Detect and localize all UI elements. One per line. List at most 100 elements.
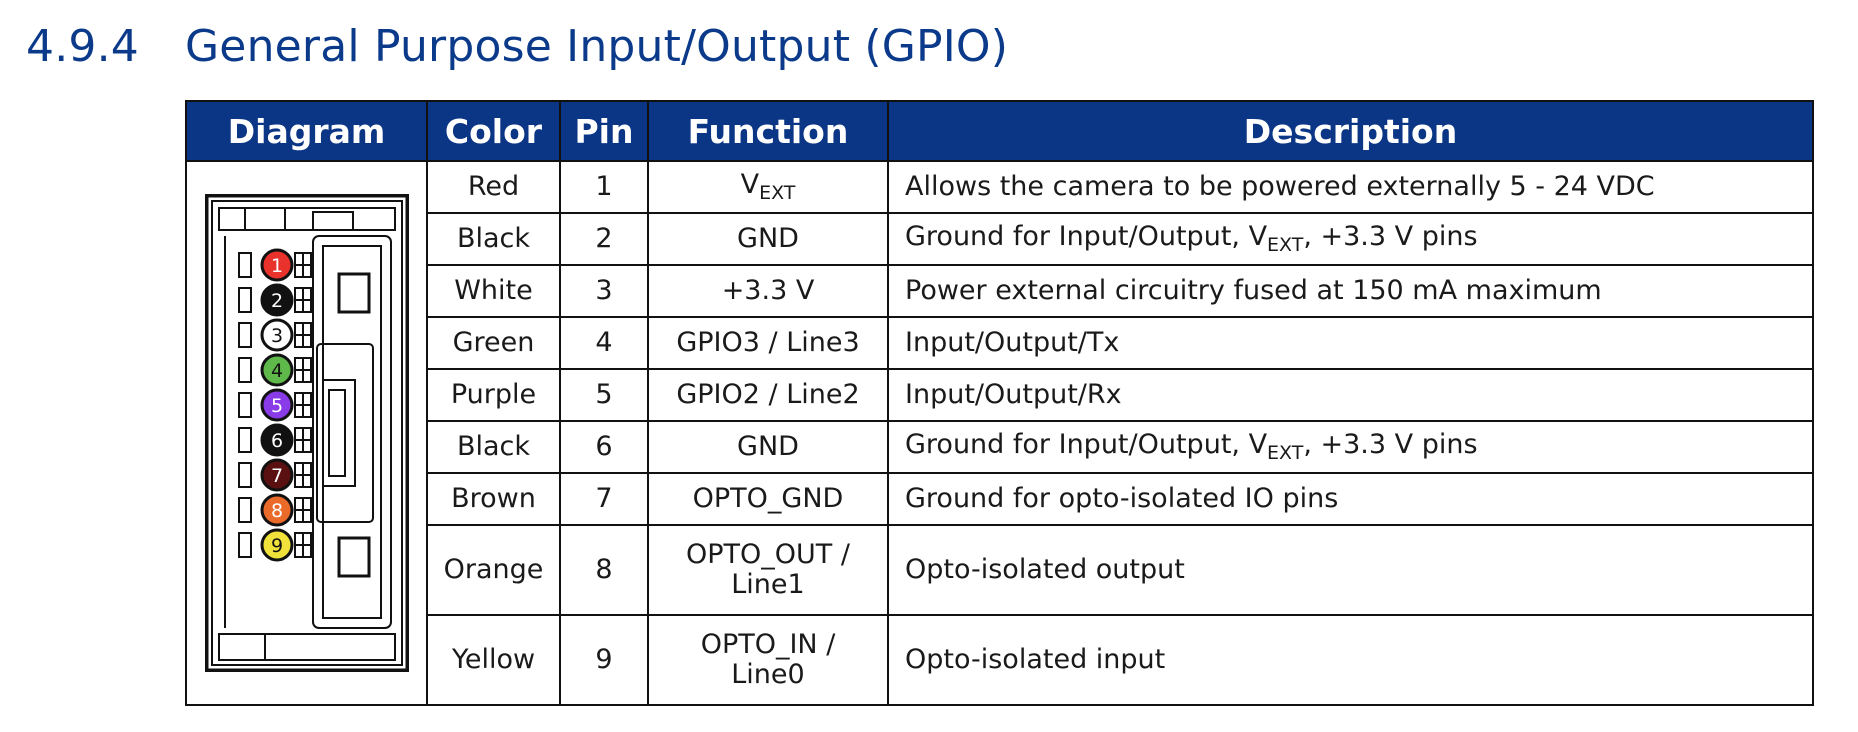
- function-cell: OPTO_IN /Line0: [647, 614, 889, 706]
- function-subscript: EXT: [759, 181, 796, 204]
- wire-color-cell: Green: [426, 316, 561, 370]
- function-text: OPTO_OUT /: [686, 538, 850, 570]
- function-text-line2: Line1: [731, 569, 805, 600]
- pin-number-cell: 5: [559, 368, 649, 422]
- pin-1-marker: 1: [237, 248, 312, 282]
- pin-label: 7: [270, 465, 282, 487]
- section-number: 4.9.4: [26, 20, 139, 72]
- header-description: Description: [887, 100, 1814, 162]
- pin-number-cell: 3: [559, 264, 649, 318]
- pin-2-marker: 2: [237, 283, 312, 317]
- description-subscript: EXT: [1267, 441, 1304, 464]
- header-function: Function: [647, 100, 889, 162]
- description-text: Ground for opto-isolated IO pins: [905, 482, 1339, 514]
- pin-label: 8: [270, 500, 282, 522]
- pin-number-cell: 6: [559, 420, 649, 474]
- function-text: GND: [737, 222, 799, 254]
- function-cell: GND: [647, 212, 889, 266]
- pin-label: 5: [270, 395, 282, 417]
- function-cell: +3.3 V: [647, 264, 889, 318]
- pin-number-cell: 1: [559, 160, 649, 214]
- description-text: Ground for Input/Output, V: [905, 428, 1268, 460]
- pin-number-cell: 2: [559, 212, 649, 266]
- gpio-connector-icon: 1 2 3 4 5 6 7 8 9: [204, 194, 409, 672]
- description-subscript: EXT: [1267, 233, 1304, 256]
- pin-number-cell: 8: [559, 524, 649, 616]
- description-cell: Ground for Input/Output, VEXT, +3.3 V pi…: [887, 212, 1814, 266]
- pin-4-marker: 4: [237, 353, 312, 387]
- pin-5-marker: 5: [237, 388, 312, 422]
- pin-number-cell: 4: [559, 316, 649, 370]
- section-heading: 4.9.4 General Purpose Input/Output (GPIO…: [26, 10, 1008, 82]
- description-text: Input/Output/Tx: [905, 326, 1120, 358]
- description-cell: Opto-isolated output: [887, 524, 1814, 616]
- description-text: Ground for Input/Output, V: [905, 220, 1268, 252]
- pin-3-marker: 3: [237, 318, 312, 352]
- wire-color-cell: Orange: [426, 524, 561, 616]
- wire-color-cell: Yellow: [426, 614, 561, 706]
- pin-8-marker: 8: [237, 493, 312, 527]
- wire-color-cell: Black: [426, 212, 561, 266]
- function-text: GND: [737, 430, 799, 462]
- description-text: Power external circuitry fused at 150 mA…: [905, 274, 1602, 306]
- description-text: Opto-isolated input: [905, 643, 1166, 675]
- description-text-suffix: , +3.3 V pins: [1303, 428, 1478, 460]
- wire-color-cell: Brown: [426, 472, 561, 526]
- header-pin: Pin: [559, 100, 649, 162]
- wire-color-cell: Red: [426, 160, 561, 214]
- pin-number-cell: 7: [559, 472, 649, 526]
- description-cell: Ground for Input/Output, VEXT, +3.3 V pi…: [887, 420, 1814, 474]
- description-text: Input/Output/Rx: [905, 378, 1122, 410]
- function-text: V: [740, 168, 760, 200]
- function-cell: GND: [647, 420, 889, 474]
- section-title: General Purpose Input/Output (GPIO): [185, 20, 1009, 72]
- function-cell: VEXT: [647, 160, 889, 214]
- description-text-suffix: , +3.3 V pins: [1303, 220, 1478, 252]
- gpio-pinout-table: Diagram Color Pin Function Description 1…: [185, 100, 1814, 706]
- description-cell: Input/Output/Rx: [887, 368, 1814, 422]
- function-cell: GPIO3 / Line3: [647, 316, 889, 370]
- description-cell: Power external circuitry fused at 150 mA…: [887, 264, 1814, 318]
- description-cell: Allows the camera to be powered external…: [887, 160, 1814, 214]
- header-color: Color: [426, 100, 561, 162]
- function-text: GPIO2 / Line2: [676, 378, 860, 410]
- wire-color-cell: Purple: [426, 368, 561, 422]
- pin-label: 2: [270, 290, 282, 312]
- function-cell: OPTO_GND: [647, 472, 889, 526]
- description-text: Allows the camera to be powered external…: [905, 170, 1655, 202]
- pin-label: 1: [270, 255, 282, 277]
- function-cell: GPIO2 / Line2: [647, 368, 889, 422]
- description-cell: Input/Output/Tx: [887, 316, 1814, 370]
- pin-label: 3: [270, 325, 282, 347]
- header-diagram: Diagram: [185, 100, 428, 162]
- function-text: GPIO3 / Line3: [676, 326, 860, 358]
- description-cell: Ground for opto-isolated IO pins: [887, 472, 1814, 526]
- function-text: OPTO_IN /: [700, 628, 836, 660]
- description-cell: Opto-isolated input: [887, 614, 1814, 706]
- pin-label: 4: [270, 360, 282, 382]
- pin-6-marker: 6: [237, 423, 312, 457]
- connector-diagram-cell: 1 2 3 4 5 6 7 8 9: [185, 160, 428, 706]
- pin-label: 6: [270, 430, 282, 452]
- function-text: OPTO_GND: [692, 482, 844, 514]
- function-text: +3.3 V: [721, 274, 815, 306]
- table-header-row: Diagram Color Pin Function Description: [185, 100, 1814, 162]
- pin-9-marker: 9: [237, 528, 312, 562]
- function-text-line2: Line0: [731, 659, 805, 690]
- wire-color-cell: Black: [426, 420, 561, 474]
- function-cell: OPTO_OUT /Line1: [647, 524, 889, 616]
- pin-label: 9: [270, 535, 282, 557]
- description-text: Opto-isolated output: [905, 553, 1185, 585]
- pin-number-cell: 9: [559, 614, 649, 706]
- pin-7-marker: 7: [237, 458, 312, 492]
